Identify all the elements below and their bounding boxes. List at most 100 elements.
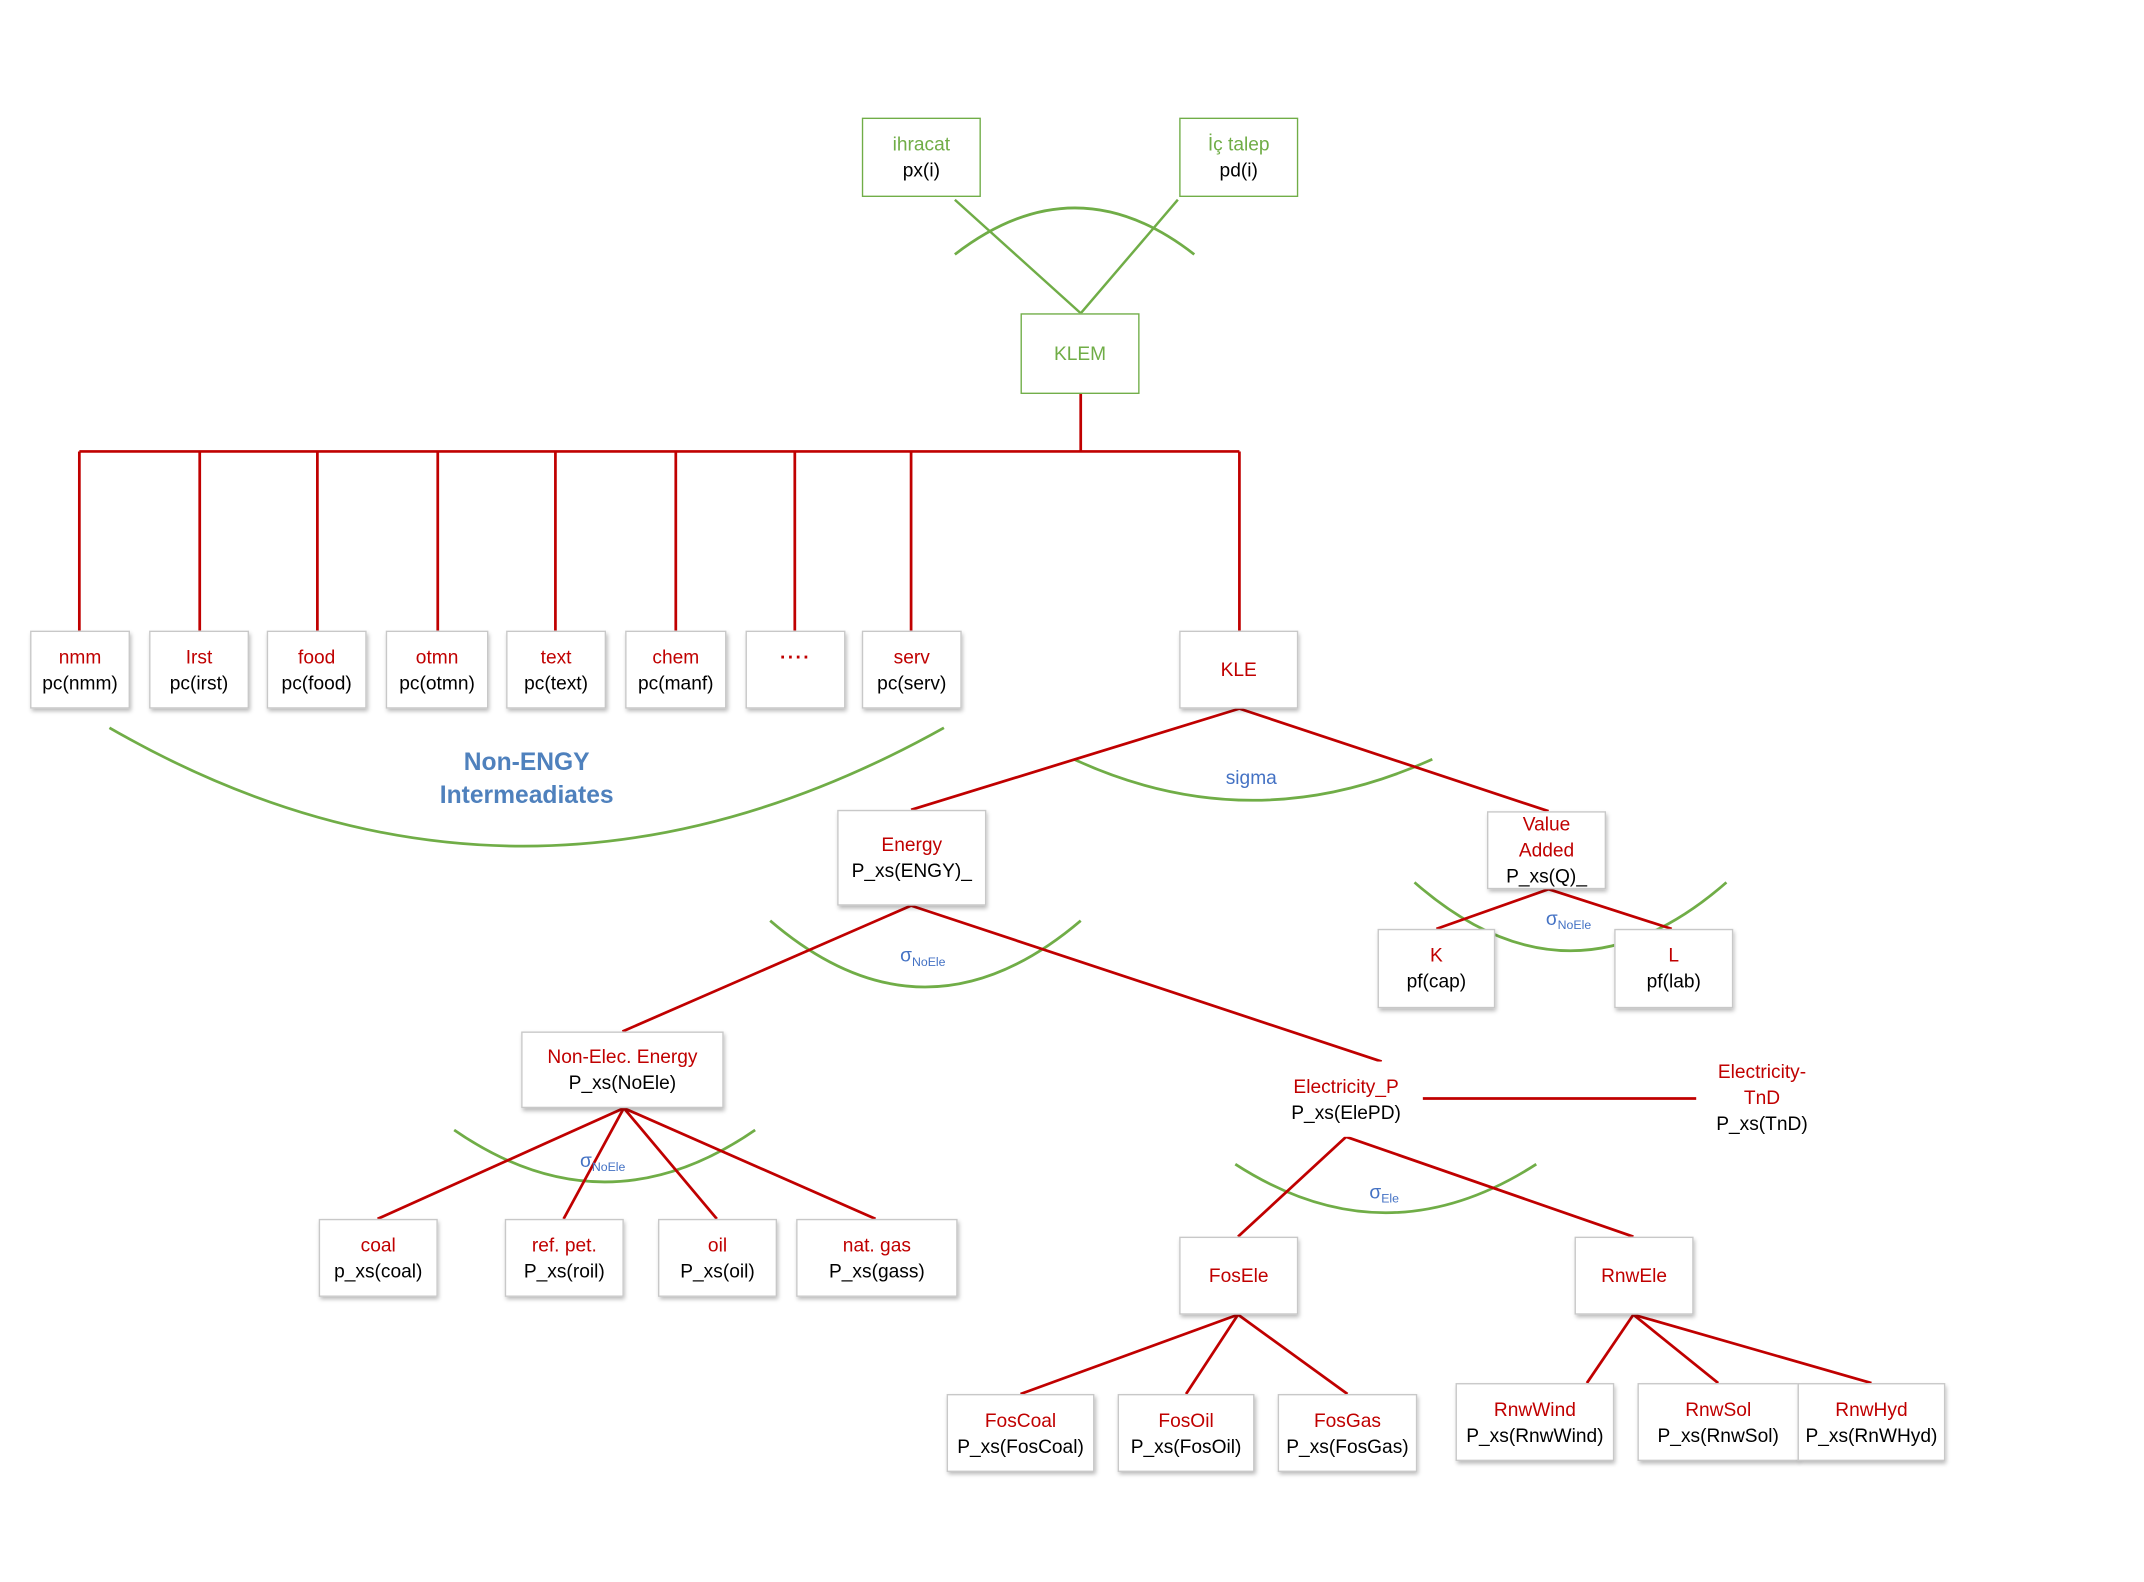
ic-talep-label: İç talep xyxy=(1207,132,1270,155)
energy-label: Energy xyxy=(881,833,943,855)
electricity-tnd-node: Electricity- TnD P_xs(TnD) xyxy=(1696,1047,1828,1147)
non-elec-to-nat-gas xyxy=(623,1106,877,1221)
fos-ele-label: FosEle xyxy=(1208,1264,1269,1286)
sigma-subscript: NoEle xyxy=(591,1160,626,1174)
ihracat-node: ihracat px(i) xyxy=(861,117,981,197)
sector-label: chem xyxy=(652,645,700,667)
non-engy-group-label: Non-ENGY Intermeadiates xyxy=(410,746,643,812)
electricity-tnd-price: P_xs(TnD) xyxy=(1716,1111,1808,1134)
fuel-price: P_xs(roil) xyxy=(523,1259,605,1282)
va-to-k xyxy=(1435,887,1550,931)
sector-price: pc(nmm) xyxy=(42,671,118,693)
electricity-tnd-label-1: Electricity- xyxy=(1717,1059,1807,1082)
fossil-label: FosOil xyxy=(1158,1408,1214,1431)
value-added-elasticity: σNoEle xyxy=(1546,907,1591,932)
renewable-price: P_xs(RnwWind) xyxy=(1466,1423,1604,1446)
non-engy-arc xyxy=(108,726,945,848)
renewable-label: RnwWind xyxy=(1493,1397,1576,1420)
sigma-arc xyxy=(1073,757,1433,802)
sector-price: pc(text) xyxy=(524,671,589,693)
sector-label: food xyxy=(298,645,336,667)
sector-serv-node: serv pc(serv) xyxy=(861,630,962,709)
kle-to-energy xyxy=(910,707,1240,812)
value-added-price: P_xs(Q)_ xyxy=(1506,864,1587,887)
sigma-subscript: Ele xyxy=(1381,1191,1399,1206)
sector-price: pc(otmn) xyxy=(399,671,475,693)
renewable-hyd-node: RnwHyd P_xs(RnWHyd) xyxy=(1797,1383,1946,1462)
value-added-label-1: Value xyxy=(1522,812,1571,835)
fuel-label: coal xyxy=(360,1233,396,1256)
renewable-price: P_xs(RnwSol) xyxy=(1657,1423,1779,1446)
group-line-1: Non-ENGY xyxy=(463,748,590,776)
ic-talep-node: İç talep pd(i) xyxy=(1179,117,1299,197)
fossil-label: FosGas xyxy=(1313,1408,1381,1431)
klem-node: KLEM xyxy=(1020,313,1140,394)
sector-label: nmm xyxy=(58,645,102,667)
fossil-price: P_xs(FosOil) xyxy=(1130,1434,1242,1457)
energy-node: Energy P_xs(ENGY)_ xyxy=(837,809,987,906)
fossil-price: P_xs(FosCoal) xyxy=(957,1434,1084,1457)
group-line-2: Intermeadiates xyxy=(439,781,614,809)
l-node: L pf(lab) xyxy=(1614,928,1734,1009)
renewable-label: RnwHyd xyxy=(1835,1397,1908,1420)
fos-to-coal xyxy=(1020,1313,1239,1396)
non-elec-energy-node: Non-Elec. Energy P_xs(NoEle) xyxy=(521,1031,724,1109)
sigma-subscript: NoEle xyxy=(1557,917,1592,932)
fuel-ref-pet-node: ref. pet. P_xs(roil) xyxy=(504,1218,624,1297)
l-label: L xyxy=(1668,943,1680,966)
sigma-symbol: σ xyxy=(1545,906,1558,929)
electricity-p-node: Electricity_P P_xs(ElePD) xyxy=(1269,1061,1423,1137)
fos-ele-node: FosEle xyxy=(1179,1236,1299,1315)
kle-to-value-added xyxy=(1238,707,1550,813)
renewable-label: RnwSol xyxy=(1685,1397,1752,1420)
sector-label: ···· xyxy=(779,645,811,668)
fuel-price: P_xs(gass) xyxy=(828,1259,925,1282)
k-node: K pf(cap) xyxy=(1377,928,1496,1009)
sigma-symbol: σ xyxy=(1369,1180,1382,1203)
non-elec-to-oil xyxy=(622,1107,718,1220)
ic-talep-price: pd(i) xyxy=(1219,158,1258,181)
fuel-label: nat. gas xyxy=(842,1233,911,1256)
sigma-symbol: σ xyxy=(900,943,912,966)
rnw-to-sol xyxy=(1632,1313,1720,1385)
kle-node: KLE xyxy=(1179,630,1299,709)
fuel-label: oil xyxy=(707,1233,728,1256)
electricity-to-fos xyxy=(1237,1135,1348,1238)
fuel-price: p_xs(coal) xyxy=(334,1259,423,1282)
electricity-tnd-label-2: TnD xyxy=(1743,1085,1781,1108)
energy-to-electricity xyxy=(910,904,1383,1063)
sector-food-node: food pc(food) xyxy=(266,630,367,709)
fuel-label: ref. pet. xyxy=(531,1233,597,1256)
fossil-price: P_xs(FosGas) xyxy=(1286,1434,1409,1457)
sector-more-node: ···· xyxy=(745,630,846,709)
sector-price: pc(irst) xyxy=(169,671,229,693)
energy-elasticity: σNoEle xyxy=(900,944,945,969)
fuel-nat-gas-node: nat. gas P_xs(gass) xyxy=(796,1218,958,1297)
ihracat-label: ihracat xyxy=(892,132,951,155)
electricity-p-label: Electricity_P xyxy=(1293,1074,1399,1097)
fossil-coal-node: FosCoal P_xs(FosCoal) xyxy=(946,1393,1095,1472)
sector-label: text xyxy=(540,645,572,667)
fos-to-gas xyxy=(1237,1313,1349,1396)
sector-otmn-node: otmn pc(otmn) xyxy=(385,630,489,709)
sector-price: pc(serv) xyxy=(877,671,947,693)
non-elec-label: Non-Elec. Energy xyxy=(547,1045,698,1068)
renewable-price: P_xs(RnWHyd) xyxy=(1805,1423,1938,1446)
electricity-p-price: P_xs(ElePD) xyxy=(1291,1100,1401,1123)
sector-irst-node: Irst pc(irst) xyxy=(149,630,249,709)
sector-label: Irst xyxy=(185,645,213,667)
sector-label: serv xyxy=(893,645,930,667)
rnw-to-hyd xyxy=(1633,1313,1872,1385)
energy-to-non-elec xyxy=(621,904,912,1033)
rnw-ele-label: RnwEle xyxy=(1601,1264,1668,1286)
sector-nmm-node: nmm pc(nmm) xyxy=(30,630,130,709)
rnw-ele-node: RnwEle xyxy=(1574,1236,1694,1315)
energy-price: P_xs(ENGY)_ xyxy=(851,859,972,881)
energy-arc xyxy=(769,919,1082,989)
sigma-label: sigma xyxy=(1225,766,1277,788)
fuel-price: P_xs(oil) xyxy=(680,1259,755,1282)
non-elec-to-ref-pet xyxy=(562,1107,626,1220)
sector-price: pc(food) xyxy=(281,671,352,693)
